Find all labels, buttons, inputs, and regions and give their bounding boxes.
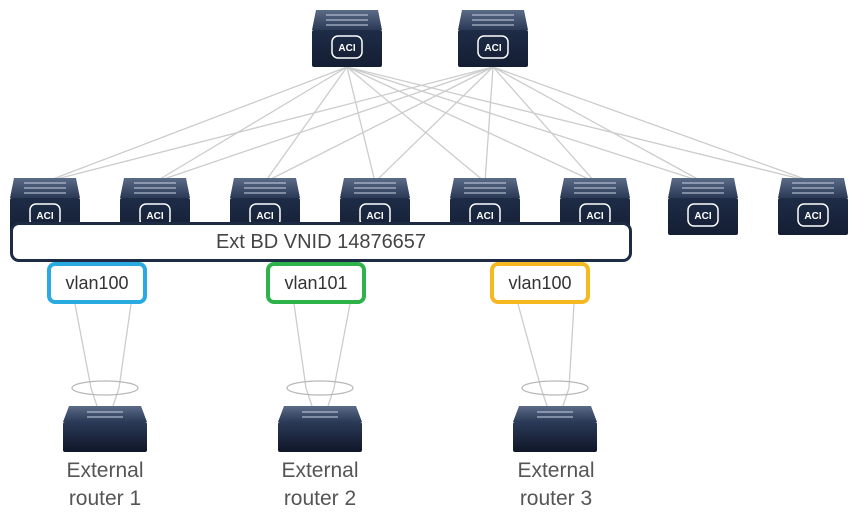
vlan-box-2: vlan101	[266, 262, 366, 304]
link-spine1-leaf8	[346, 66, 814, 183]
vlan-box-3: vlan100	[490, 262, 590, 304]
leaf-switch-5-badge-text: ACI	[476, 211, 493, 222]
router-3-body	[513, 422, 597, 452]
leaf-switch-3-badge-text: ACI	[256, 211, 273, 222]
bridge-domain-bar: Ext BD VNID 14876657	[10, 222, 632, 262]
router-link-1-d	[112, 387, 120, 407]
link-spine2-leaf2	[154, 66, 494, 183]
spine-switch-1-aci-icon	[331, 35, 363, 59]
leaf-switch-4-badge-text: ACI	[366, 211, 383, 222]
leaf-switch-2-badge-text: ACI	[146, 211, 163, 222]
router-label-1-line1: External	[66, 459, 144, 482]
leaf-switch-8-badge-text: ACI	[804, 211, 821, 222]
router-label-1: External router 1	[35, 457, 175, 513]
router-3-top	[513, 406, 597, 422]
router-link-1-c	[90, 387, 98, 407]
router-link-3-c	[540, 387, 548, 407]
link-spine2-leaf3	[264, 66, 494, 183]
spine-switch-2: ACI	[458, 10, 528, 67]
link-spine1-leaf1	[44, 66, 348, 183]
link-spine2-leaf1	[44, 66, 494, 183]
leaf-switch-7: ACI	[668, 178, 738, 235]
link-spine1-leaf4	[346, 66, 376, 183]
router-link-1-a	[74, 303, 92, 389]
link-spine1-leaf7	[346, 66, 704, 183]
router-1-body	[63, 422, 147, 452]
router-link-2-d	[327, 387, 335, 407]
link-spine2-leaf8	[492, 66, 814, 183]
leaf-switch-1-badge-text: ACI	[36, 211, 53, 222]
router-label-3: External router 3	[486, 457, 626, 513]
link-spine2-leaf6	[492, 66, 596, 183]
leaf-switch-8-aci-icon	[797, 203, 829, 227]
spine-switch-1: ACI	[312, 10, 382, 67]
router-label-1-line2: router 1	[68, 487, 142, 510]
leaf-switch-8-body	[778, 198, 848, 235]
router-label-2-line2: router 2	[283, 487, 357, 510]
leaf-switch-7-aci-icon	[687, 203, 719, 227]
router-link-3-b	[568, 303, 575, 389]
external-router-3	[513, 406, 597, 452]
switch-group: ACI ACI ACI ACI ACI ACI ACI ACI ACI ACI	[10, 10, 848, 235]
router-link-3-d	[562, 387, 570, 407]
port-channel-ellipse-2	[286, 380, 354, 396]
external-router-2	[278, 406, 362, 452]
router-link-2-a	[293, 303, 307, 389]
router-1-top	[63, 406, 147, 422]
spine-switch-2-badge-text: ACI	[484, 43, 501, 54]
spine-leaf-links	[44, 66, 814, 183]
spine-switch-1-body	[312, 30, 382, 67]
leaf-switch-7-badge-text: ACI	[694, 211, 711, 222]
link-spine1-leaf6	[346, 66, 596, 183]
vlan-box-1: vlan100	[47, 262, 147, 304]
router-link-3-a	[517, 303, 542, 389]
router-group	[63, 406, 597, 452]
spine-switch-1-badge-text: ACI	[338, 43, 355, 54]
router-2-top	[278, 406, 362, 422]
leaf-switch-7-body	[668, 198, 738, 235]
router-label-2-line1: External	[281, 459, 359, 482]
link-spine2-leaf5	[484, 66, 494, 183]
router-label-3-line1: External	[517, 459, 595, 482]
router-label-2: External router 2	[250, 457, 390, 513]
leaf-switch-6-badge-text: ACI	[586, 211, 603, 222]
router-link-2-c	[305, 387, 313, 407]
router-link-1-b	[118, 303, 132, 389]
spine-switch-2-body	[458, 30, 528, 67]
link-spine1-leaf2	[154, 66, 348, 183]
spine-switch-2-aci-icon	[477, 35, 509, 59]
link-spine1-leaf5	[346, 66, 486, 183]
port-channel-ellipse-1	[71, 380, 139, 396]
router-label-3-line2: router 3	[519, 487, 593, 510]
router-link-2-b	[333, 303, 351, 389]
link-spine1-leaf3	[264, 66, 348, 183]
router-vlan-links	[71, 303, 589, 407]
leaf-switch-8: ACI	[778, 178, 848, 235]
router-2-body	[278, 422, 362, 452]
link-spine2-leaf7	[492, 66, 704, 183]
port-channel-ellipse-3	[521, 380, 589, 396]
link-spine2-leaf4	[374, 66, 494, 183]
external-router-1	[63, 406, 147, 452]
